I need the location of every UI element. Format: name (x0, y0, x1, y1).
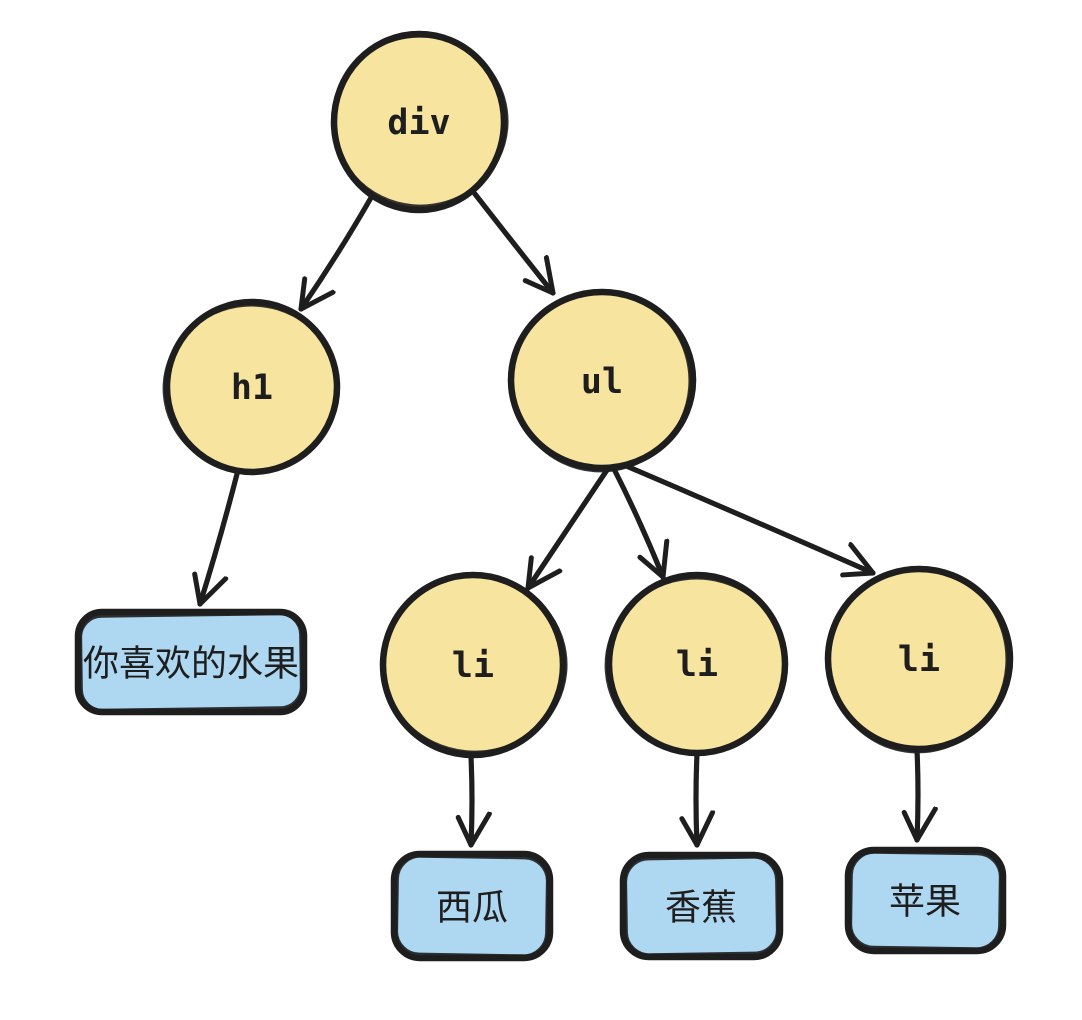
node-ul-overdraw (510, 289, 692, 473)
node-li-3-overdraw (827, 566, 1009, 754)
node-li-3-label: li (898, 640, 940, 680)
leaf-apple-label: 苹果 (889, 882, 961, 923)
node-h1: h1 (162, 298, 341, 476)
node-li-3: li (824, 565, 1014, 754)
leaf-fruit-title-box (74, 608, 308, 716)
node-li-2-label: li (676, 645, 718, 685)
node-li-2: li (604, 571, 789, 757)
leaf-apple: 苹果 (844, 846, 1007, 955)
leaf-fruit-title-overdraw (79, 612, 303, 712)
leaf-apple-box (844, 846, 1007, 955)
leaf-banana: 香蕉 (619, 851, 784, 961)
leaf-banana-overdraw (624, 855, 779, 957)
leaf-fruit-title: 你喜欢的水果 (74, 608, 308, 716)
edge-div-to-ul (472, 191, 556, 296)
node-div-overdraw (331, 34, 509, 208)
node-li-1: li (379, 571, 568, 759)
node-h1-overdraw (162, 303, 340, 473)
node-ul: ul (507, 288, 697, 473)
edge-div-to-h1 (298, 193, 375, 312)
edge-li-3-to-apple (917, 747, 918, 843)
leaf-apple-overdraw (849, 850, 1002, 951)
node-li-1-overdraw (380, 574, 568, 754)
node-ul-label: ul (581, 362, 623, 402)
edge-layer (200, 191, 918, 848)
node-li-1-label: li (452, 646, 494, 686)
node-h1-label: h1 (231, 368, 273, 408)
edge-li-2-to-banana (696, 751, 697, 848)
leaf-banana-label: 香蕉 (665, 888, 737, 929)
leaf-watermelon: 西瓜 (390, 850, 554, 962)
leaf-banana-box (619, 851, 784, 961)
leaf-watermelon-box (390, 850, 554, 962)
node-div: div (330, 30, 509, 214)
edge-li-1-to-watermelon (471, 754, 472, 848)
leaf-watermelon-overdraw (395, 854, 549, 958)
node-li-2-overdraw (604, 576, 788, 754)
edge-h1-to-fruit-title (200, 471, 240, 607)
edge-ul-to-li-3 (614, 459, 876, 573)
edge-ul-to-li-1 (525, 464, 612, 591)
node-div-label: div (387, 103, 450, 143)
leaf-watermelon-label: 西瓜 (436, 888, 508, 929)
edge-ul-to-li-2 (610, 464, 663, 580)
leaf-fruit-title-label: 你喜欢的水果 (83, 644, 299, 685)
